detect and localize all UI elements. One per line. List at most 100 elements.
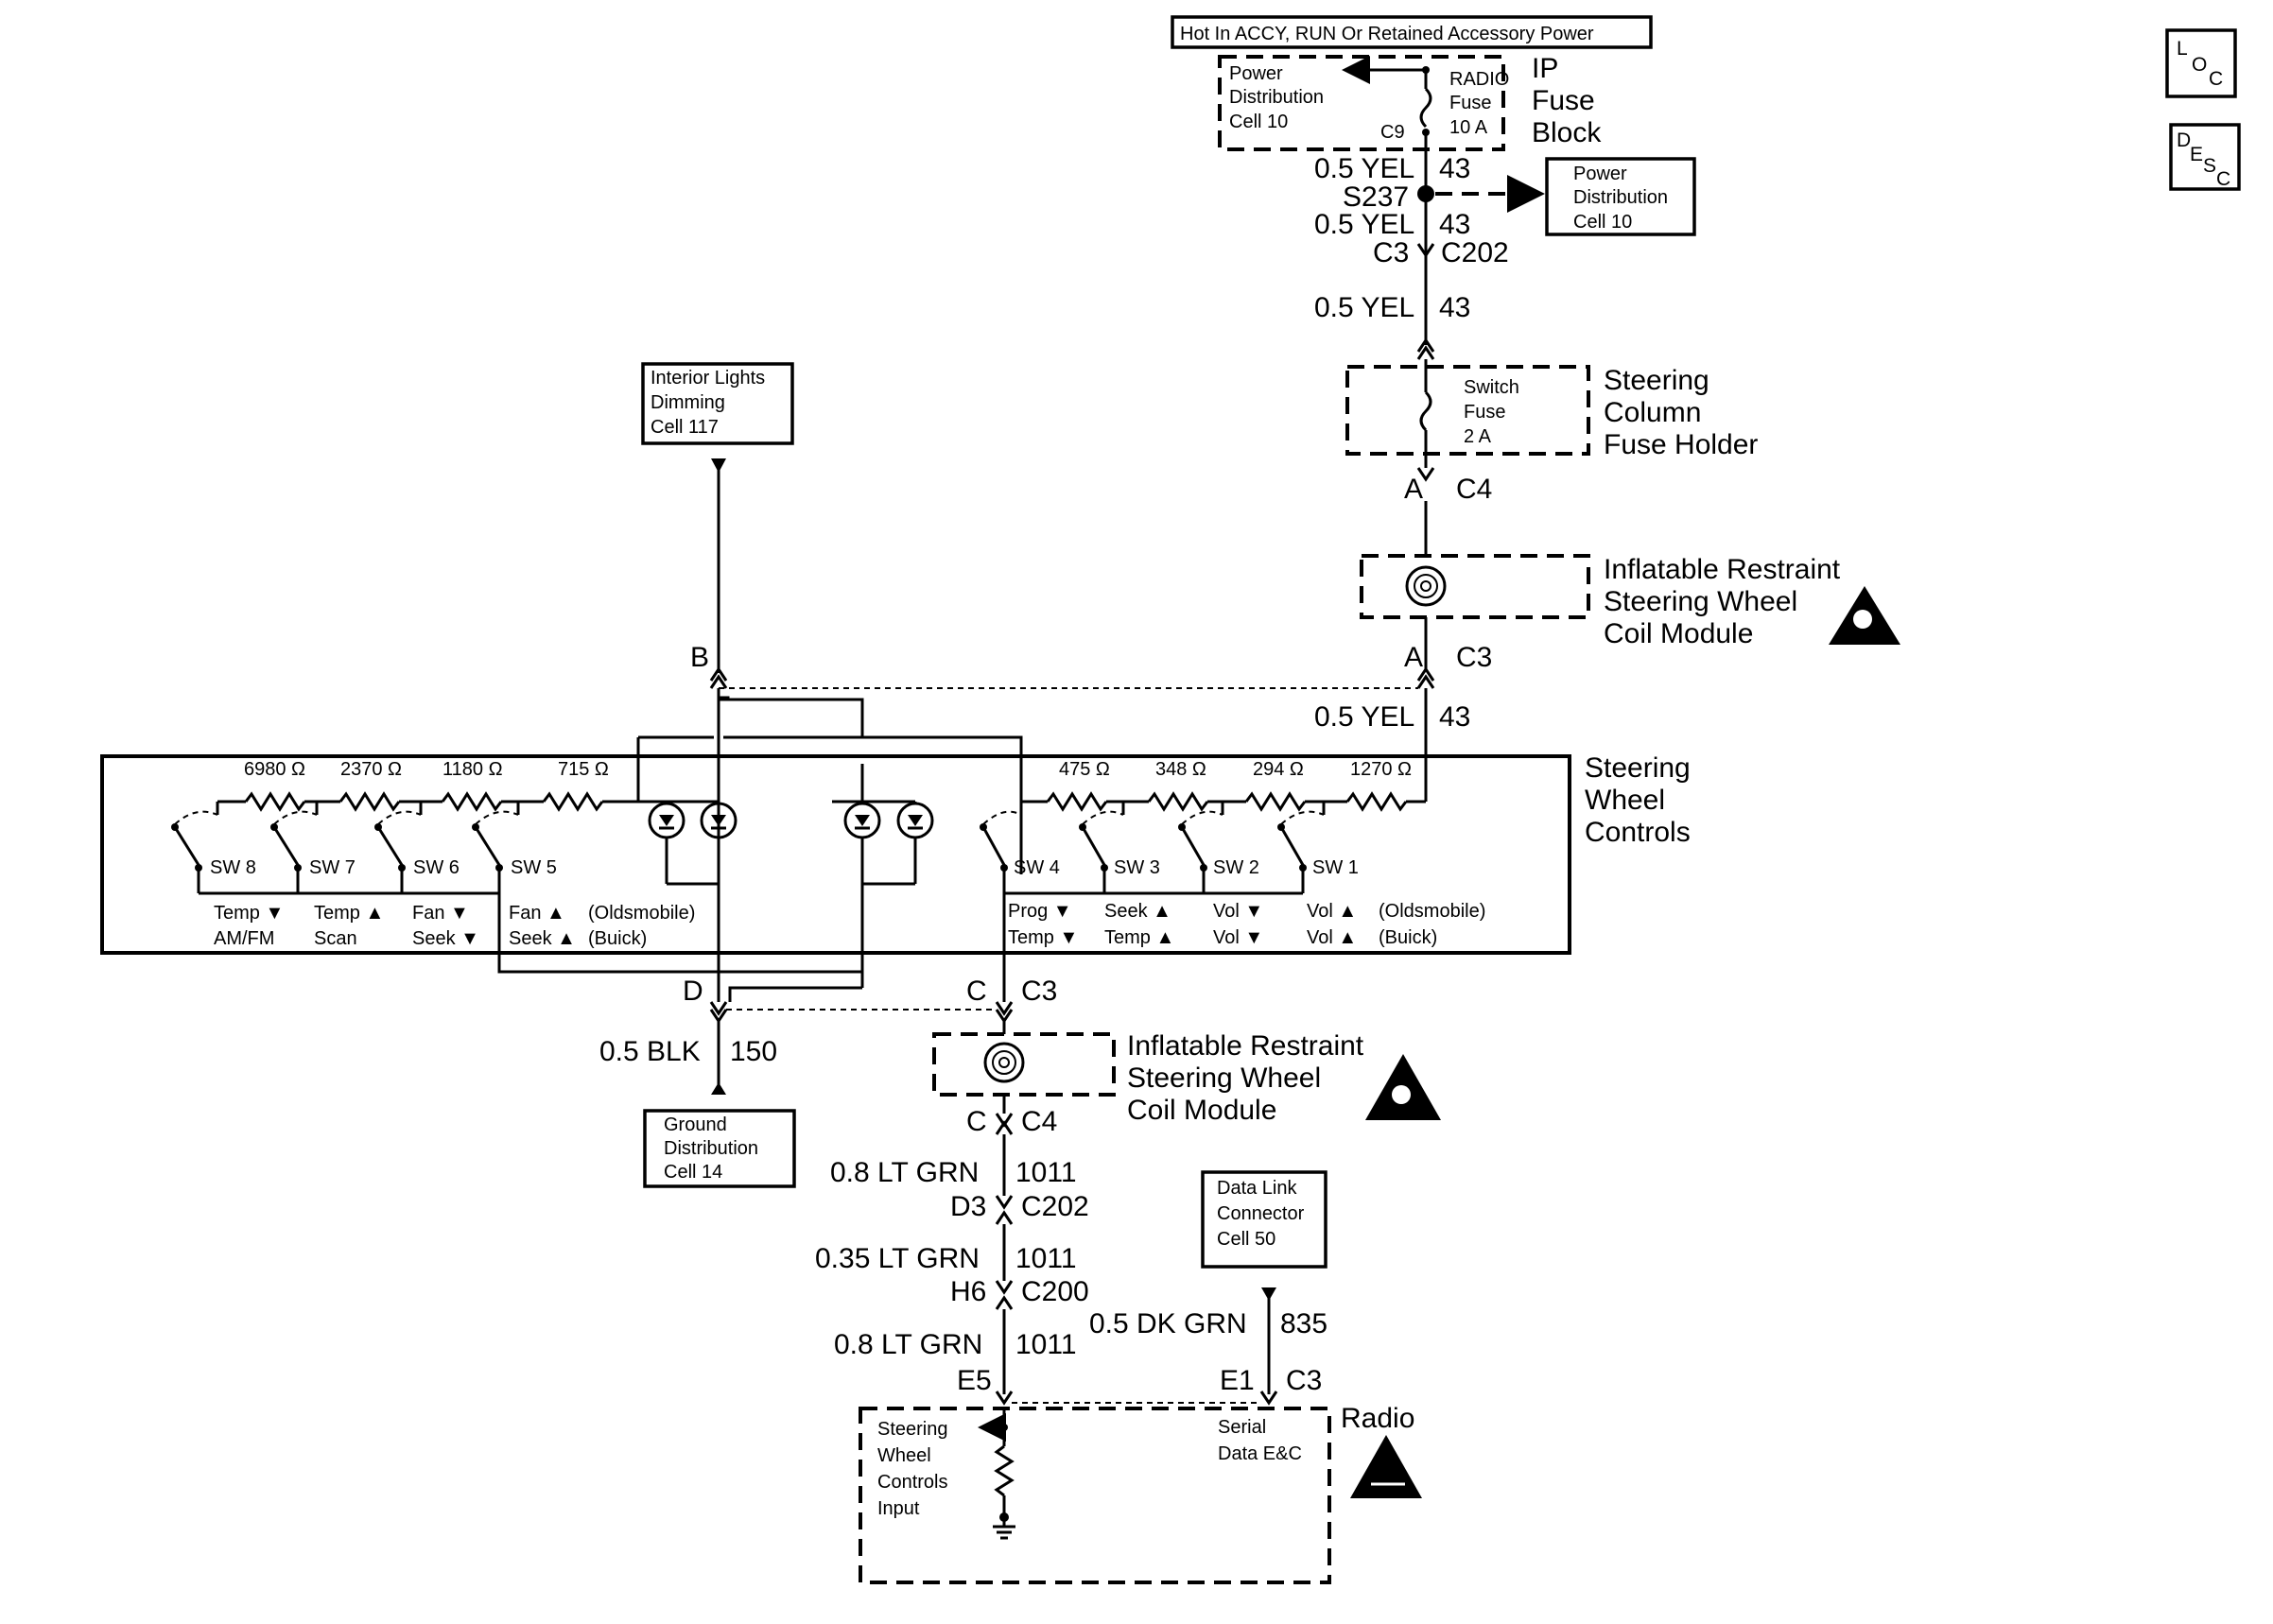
c3-pin-label: C3 — [1373, 237, 1409, 268]
sw4-func-2: Temp ▼ — [1008, 927, 1078, 948]
resistor-715 — [542, 791, 604, 812]
buick-note-right: (Buick) — [1379, 927, 1437, 948]
wire-circuit-ltgrn-1: 1011 — [1015, 1157, 1077, 1188]
lower-coil-title-1: Inflatable Restraint — [1127, 1030, 1364, 1062]
interior-lights-label-3: Cell 117 — [651, 417, 719, 438]
svg-text:S: S — [2203, 155, 2216, 177]
wire-circuit-top-3: 43 — [1439, 292, 1470, 323]
data-link-connector-ref-box[interactable] — [1201, 1170, 1327, 1269]
sw2-func-2: Vol ▼ — [1213, 927, 1263, 948]
switch-sw1 — [1277, 802, 1326, 893]
sw7-func-2: Scan — [314, 928, 357, 949]
switch-fuse-label-1: Switch — [1464, 377, 1519, 398]
power-dist-label-1: Power — [1229, 63, 1283, 84]
ground-wire-circuit: 150 — [730, 1036, 777, 1067]
sw6-func-1: Fan ▼ — [412, 903, 469, 924]
resistor-label-2370: 2370 Ω — [340, 759, 402, 780]
svg-text:C: C — [2209, 68, 2223, 90]
sw2-func-1: Vol ▼ — [1213, 901, 1263, 922]
upper-coil-pin-a: A — [1404, 642, 1423, 673]
power-dist-ref-box[interactable] — [1545, 157, 1696, 236]
power-dist-label-3: Cell 10 — [1229, 112, 1288, 132]
c200-connector: C200 — [1021, 1276, 1089, 1307]
interior-lights-ref-box[interactable] — [641, 362, 794, 445]
upper-coil-c3: C3 — [1456, 642, 1492, 673]
wire-circuit-swc-feed: 43 — [1439, 701, 1470, 733]
sw3-func-1: Seek ▲ — [1104, 901, 1171, 922]
swc-input-label-2: Wheel — [877, 1445, 931, 1466]
swc-lamp-2 — [700, 802, 737, 884]
sir-warning-icon-upper — [1829, 586, 1900, 645]
resistor-label-475: 475 Ω — [1059, 759, 1110, 780]
power-dist-ref-label-2: Distribution — [1573, 187, 1668, 208]
svg-text:O: O — [2192, 54, 2207, 76]
esd-warning-icon — [1350, 1435, 1422, 1498]
ip-fuse-block-title-3: Block — [1532, 117, 1602, 148]
swc-lamp-3 — [843, 802, 881, 884]
lower-coil-module-outline — [932, 1032, 1116, 1097]
oldsmobile-note-right: (Oldsmobile) — [1379, 901, 1485, 922]
sw6-func-2: Seek ▼ — [412, 928, 479, 949]
resistor-label-1270: 1270 Ω — [1350, 759, 1412, 780]
resistor-475 — [1046, 791, 1108, 812]
power-dist-ref-label-3: Cell 10 — [1573, 212, 1632, 233]
resistor-1270 — [1345, 791, 1408, 812]
serial-data-label-1: Serial — [1218, 1417, 1266, 1438]
radio-fuse-symbol — [1419, 87, 1432, 129]
sw3-func-2: Temp ▲ — [1104, 927, 1174, 948]
h6-pin: H6 — [950, 1276, 986, 1307]
ground-dist-ref-box[interactable] — [643, 1109, 796, 1188]
lower-coil-c4: C4 — [1021, 1106, 1057, 1137]
splice-label: S237 — [1343, 181, 1409, 213]
desc-icon[interactable]: D E S C — [2169, 123, 2241, 191]
ground-dist-label-3: Cell 14 — [664, 1162, 722, 1183]
swc-input-label-1: Steering — [877, 1419, 948, 1440]
swc-title-1: Steering — [1585, 752, 1691, 784]
sw4-label: SW 4 — [1014, 857, 1060, 878]
swc-lamp-4 — [896, 802, 934, 884]
swc-title-2: Wheel — [1585, 785, 1665, 816]
sw5-func-2: Seek ▲ — [509, 928, 576, 949]
sw5-label: SW 5 — [511, 857, 557, 878]
sw6-label: SW 6 — [413, 857, 460, 878]
lower-coil-pin-c: C — [966, 1106, 987, 1137]
switch-fuse-symbol — [1419, 390, 1432, 432]
switch-sw8 — [171, 802, 219, 893]
resistor-label-294: 294 Ω — [1253, 759, 1304, 780]
resistor-label-1180: 1180 Ω — [442, 759, 503, 780]
power-dist-ref-label-1: Power — [1573, 164, 1627, 184]
radio-fuse-label-3: 10 A — [1449, 117, 1488, 138]
sw4-func-1: Prog ▼ — [1008, 901, 1072, 922]
e1-pin: E1 — [1220, 1365, 1255, 1396]
resistor-label-715: 715 Ω — [558, 759, 609, 780]
dlc-label-1: Data Link — [1217, 1178, 1297, 1199]
ground-dist-label-1: Ground — [664, 1114, 727, 1135]
fuse-holder-title-3: Fuse Holder — [1604, 429, 1758, 460]
swc-lamp-1 — [648, 802, 685, 884]
svg-text:L: L — [2177, 38, 2188, 60]
svg-text:C: C — [2216, 168, 2230, 190]
sw2-label: SW 2 — [1213, 857, 1259, 878]
ip-fuse-block-title-2: Fuse — [1532, 85, 1595, 116]
sw1-func-1: Vol ▲ — [1307, 901, 1357, 922]
pullup-resistor — [994, 1444, 1015, 1497]
s237-splice — [1417, 185, 1434, 202]
dlc-label-3: Cell 50 — [1217, 1229, 1275, 1250]
pin-c-label: C — [966, 976, 987, 1007]
c202-lower: C202 — [1021, 1191, 1089, 1222]
fuse-holder-title-2: Column — [1604, 397, 1701, 428]
ground-wire-gauge: 0.5 BLK — [599, 1036, 701, 1067]
d3-pin: D3 — [950, 1191, 986, 1222]
loc-icon[interactable]: L O C — [2165, 28, 2237, 98]
wire-gauge-ltgrn-1: 0.8 LT GRN — [830, 1157, 979, 1188]
wire-gauge-dkgrn: 0.5 DK GRN — [1089, 1308, 1247, 1339]
lower-coil-title-2: Steering Wheel — [1127, 1063, 1321, 1094]
dlc-label-2: Connector — [1217, 1203, 1305, 1224]
sw5-func-1: Fan ▲ — [509, 903, 565, 924]
swc-input-label-3: Controls — [877, 1472, 947, 1493]
e5-pin: E5 — [957, 1365, 992, 1396]
resistor-294 — [1244, 791, 1307, 812]
serial-data-label-2: Data E&C — [1218, 1443, 1302, 1464]
switch-sw4 — [980, 810, 1022, 893]
